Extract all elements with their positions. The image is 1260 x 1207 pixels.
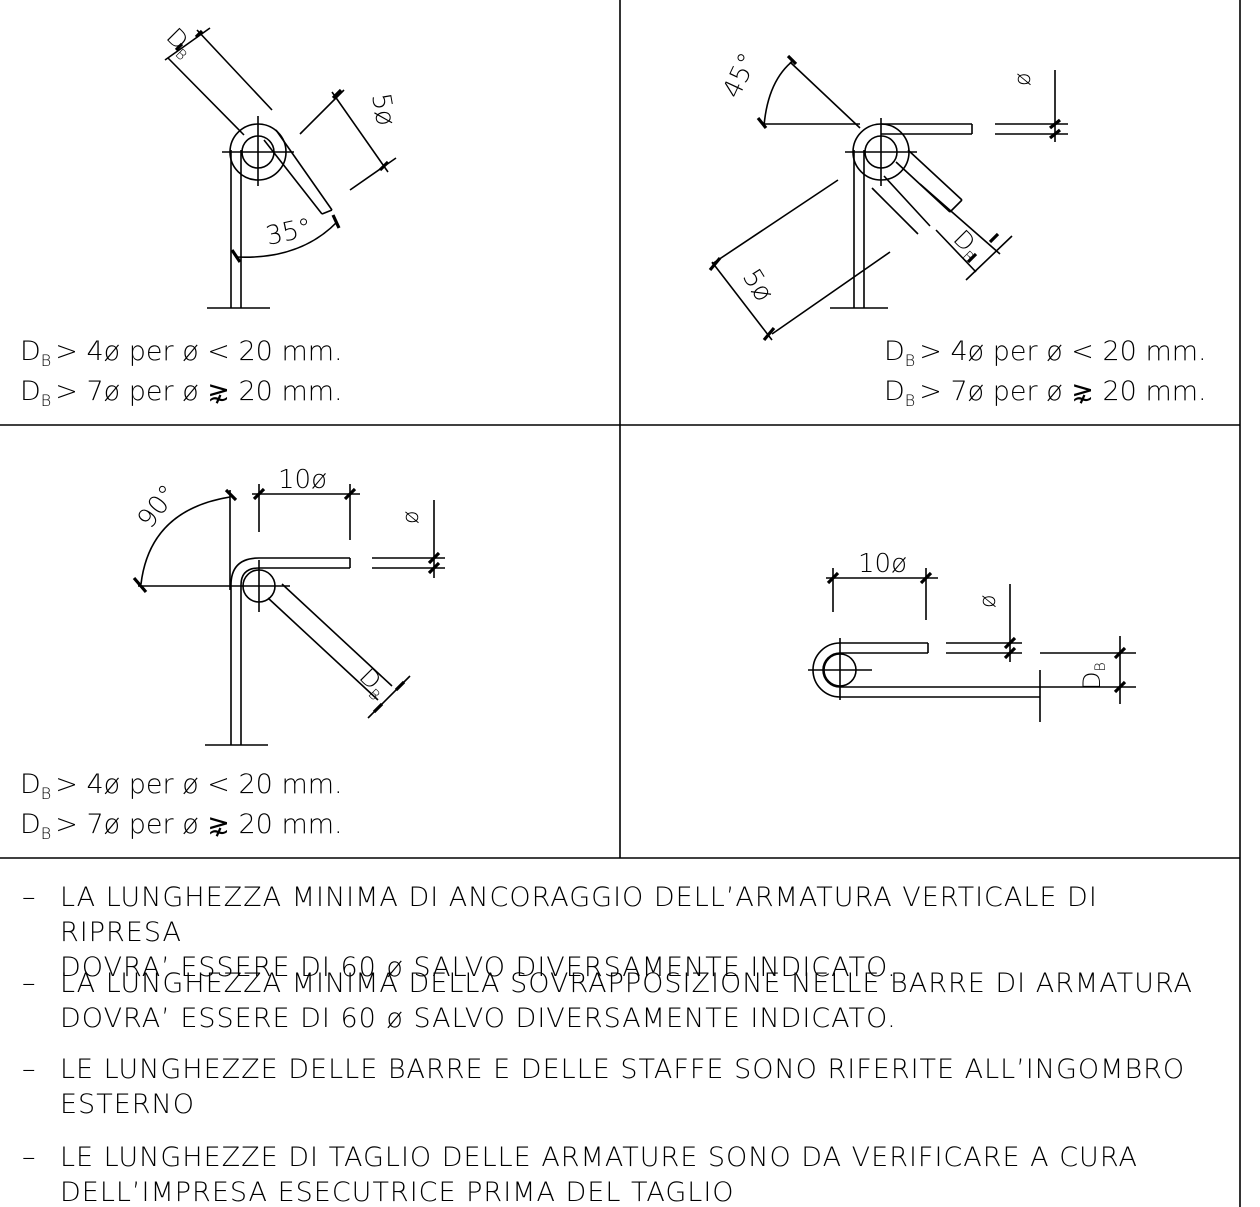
conditions-panel-35: DB> 4ø per ø < 20 mm. DB> 7ø per ø ⋧ 20 … [20, 336, 343, 410]
condition-line-2: DB> 7ø per ø ⋧ 20 mm. [884, 376, 1207, 410]
note-dash: – [22, 882, 37, 913]
condition-line-2: DB> 7ø per ø ⋧ 20 mm. [20, 376, 343, 410]
detail-35-degree-hook [164, 27, 397, 309]
note-text: LA LUNGHEZZA MINIMA DELLA SOVRAPPOSIZION… [60, 968, 1193, 1034]
label-db-35: DB [159, 22, 200, 63]
label-db-45: DB [946, 224, 987, 265]
label-5phi-35: 5ø [365, 91, 400, 128]
label-db-180: DB [1078, 662, 1109, 690]
condition-line-1: DB> 4ø per ø < 20 mm. [884, 336, 1207, 370]
label-phi-180: ø [976, 595, 1001, 608]
condition-line-1: DB> 4ø per ø < 20 mm. [20, 336, 343, 370]
note-text: LA LUNGHEZZA MINIMA DI ANCORAGGIO DELL’A… [60, 882, 1098, 983]
label-db-90: DB [352, 662, 393, 703]
label-phi-90: ø [399, 511, 424, 524]
label-angle-35: 35° [263, 213, 314, 252]
label-phi-45: ø [1011, 73, 1036, 86]
general-note-1: – LA LUNGHEZZA MINIMA DI ANCORAGGIO DELL… [22, 880, 1222, 985]
general-note-2: – LA LUNGHEZZA MINIMA DELLA SOVRAPPOSIZI… [22, 966, 1222, 1036]
label-angle-45: 45° [717, 49, 764, 103]
detail-180-degree-hook [808, 568, 1136, 722]
general-note-3: – LE LUNGHEZZE DELLE BARRE E DELLE STAFF… [22, 1052, 1222, 1122]
note-dash: – [22, 1054, 37, 1085]
detail-90-degree-hook [132, 484, 445, 746]
general-note-4: – LE LUNGHEZZE DI TAGLIO DELLE ARMATURE … [22, 1140, 1222, 1207]
condition-line-2: DB> 7ø per ø ⋧ 20 mm. [20, 809, 343, 843]
label-10phi-90: 10ø [278, 465, 327, 495]
note-dash: – [22, 968, 37, 999]
detail-45-degree-hook [708, 54, 1068, 342]
note-text: LE LUNGHEZZE DELLE BARRE E DELLE STAFFE … [60, 1054, 1186, 1120]
label-10phi-180: 10ø [858, 549, 907, 579]
conditions-panel-45: DB> 4ø per ø < 20 mm. DB> 7ø per ø ⋧ 20 … [884, 336, 1207, 410]
condition-line-1: DB> 4ø per ø < 20 mm. [20, 769, 343, 803]
note-text: LE LUNGHEZZE DI TAGLIO DELLE ARMATURE SO… [60, 1142, 1138, 1207]
conditions-panel-90: DB> 4ø per ø < 20 mm. DB> 7ø per ø ⋧ 20 … [20, 769, 343, 843]
note-dash: – [22, 1142, 37, 1173]
label-angle-90: 90° [132, 480, 184, 535]
